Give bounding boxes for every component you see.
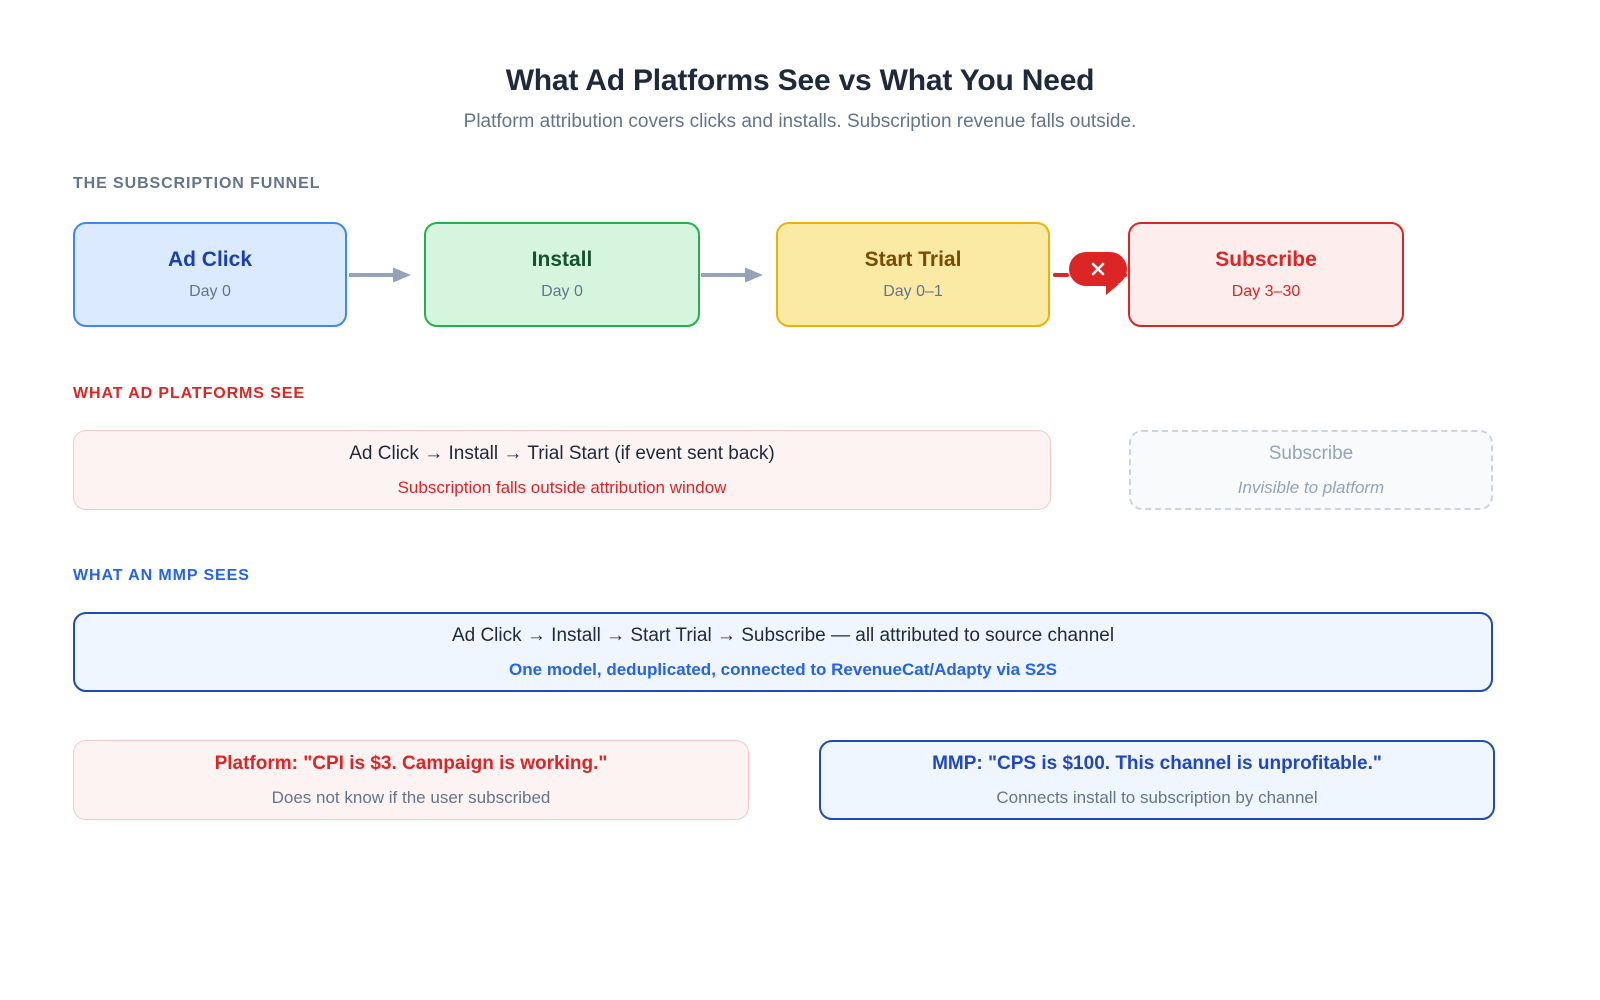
funnel-step-start-trial[interactable]: Start Trial Day 0–1 (776, 222, 1050, 327)
platform-invisible-note: Invisible to platform (1237, 478, 1385, 497)
connector-stub-left (1053, 273, 1069, 277)
platform-invisible-panel: Subscribe Invisible to platform (1129, 430, 1493, 510)
arrow-right-icon (349, 266, 411, 284)
section-label-platform: WHAT AD PLATFORMS SEE (73, 385, 305, 402)
funnel-step-title: Start Trial (864, 248, 962, 271)
callout-platform: Platform: "CPI is $3. Campaign is workin… (73, 740, 749, 820)
funnel-step-ad-click[interactable]: Ad Click Day 0 (73, 222, 347, 327)
section-label-funnel: THE SUBSCRIPTION FUNNEL (73, 175, 321, 192)
page-header: What Ad Platforms See vs What You Need P… (0, 62, 1600, 135)
funnel-step-timing: Day 0 (189, 283, 231, 300)
funnel-step-title: Install (531, 248, 593, 271)
callout-mmp: MMP: "CPS is $100. This channel is unpro… (819, 740, 1495, 820)
x-mark-icon (1069, 252, 1127, 295)
page-title: What Ad Platforms See vs What You Need (505, 64, 1095, 97)
mmp-coverage-note: One model, deduplicated, connected to Re… (509, 660, 1057, 679)
callout-quote: Platform: "CPI is $3. Campaign is workin… (214, 753, 608, 774)
callout-quote: MMP: "CPS is $100. This channel is unpro… (932, 753, 1382, 774)
platform-invisible-title: Subscribe (1268, 443, 1354, 464)
platform-coverage-note: Subscription falls outside attribution w… (397, 478, 727, 497)
callout-note: Connects install to subscription by chan… (996, 788, 1318, 807)
funnel-step-title: Subscribe (1215, 248, 1317, 271)
platform-coverage-path: Ad Click → Install → Trial Start (if eve… (349, 443, 775, 464)
funnel-step-subscribe[interactable]: Subscribe Day 3–30 (1128, 222, 1404, 327)
attribution-break-connector (1053, 252, 1127, 295)
funnel-step-title: Ad Click (167, 248, 253, 271)
callout-note: Does not know if the user subscribed (271, 788, 551, 807)
x-glyph (1091, 262, 1105, 276)
page-subtitle: Platform attribution covers clicks and i… (463, 111, 1137, 132)
subscription-funnel: Ad Click Day 0 Install Day 0 Start Trial… (73, 222, 1477, 327)
platform-coverage-panel: Ad Click → Install → Trial Start (if eve… (73, 430, 1051, 510)
mmp-coverage-path: Ad Click → Install → Start Trial → Subsc… (451, 625, 1115, 646)
section-label-mmp: WHAT AN MMP SEES (73, 567, 250, 584)
mmp-coverage-panel: Ad Click → Install → Start Trial → Subsc… (73, 612, 1493, 692)
funnel-step-timing: Day 0–1 (883, 283, 943, 300)
funnel-step-timing: Day 0 (541, 283, 583, 300)
arrow-right-icon (701, 266, 763, 284)
funnel-step-install[interactable]: Install Day 0 (424, 222, 700, 327)
funnel-step-timing: Day 3–30 (1231, 283, 1301, 300)
